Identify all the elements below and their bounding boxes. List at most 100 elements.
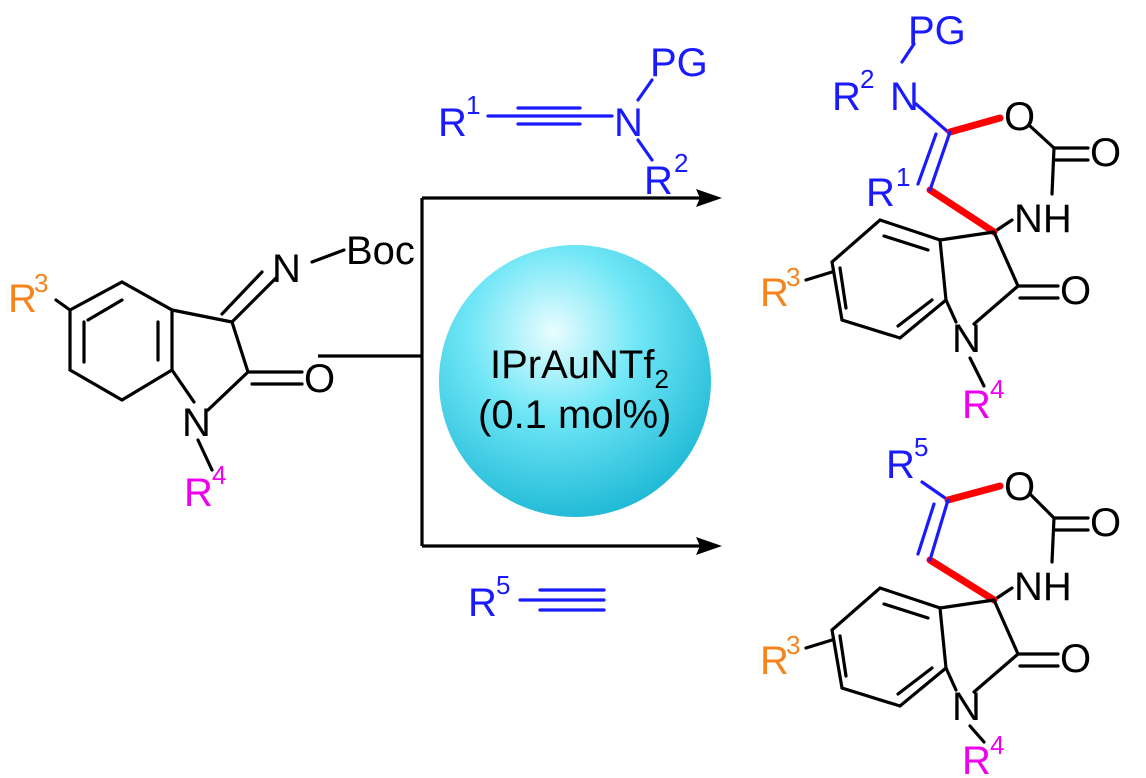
- ptop-new-cc-bond: [926, 186, 998, 236]
- catalyst-formula: IPrAuNTf2: [490, 343, 669, 394]
- pbot-oxindole-o-label: O: [1060, 637, 1091, 681]
- pbot-carbonyl-o-label: O: [1090, 501, 1121, 545]
- ptop-aromatic-double-2: [896, 298, 934, 328]
- reactant-bond-c7a-n: [170, 368, 196, 404]
- reactant-r4-sup: 4: [212, 460, 226, 490]
- ptop-co-n-bond: [972, 284, 1020, 326]
- pbot-nh-spiro-bond: [992, 586, 1014, 602]
- ptop-spiro-co-bond: [992, 230, 1020, 288]
- ptop-new-co-bond: [946, 114, 1004, 136]
- ptop-r4-sup: 4: [990, 374, 1004, 404]
- ptop-carbonyl-o-label: O: [1090, 131, 1121, 175]
- ptop-r2-sup: 2: [860, 64, 874, 94]
- ptop-c-nh-bond: [1050, 146, 1056, 196]
- pbot-r5-c-bond: [920, 480, 950, 502]
- ptop-enamine-bond-2: [916, 132, 938, 186]
- ptop-r3-bond: [804, 270, 834, 282]
- ynamide-n-r2-bond: [636, 138, 654, 162]
- pbot-c-nh-bond: [1050, 516, 1056, 564]
- catalyst-loading: (0.1 mol%): [478, 393, 671, 437]
- ptop-r3-sup: 3: [786, 262, 800, 292]
- reactant-isatin-ketimine: N Boc O N R 3 R 4: [8, 229, 415, 515]
- reactant-imine-bond-2: [220, 270, 264, 316]
- ptop-ring-o-label: O: [1004, 95, 1035, 139]
- reagent-ynamide: R 1 N PG R 2: [438, 41, 708, 203]
- catalyst-sphere: IPrAuNTf2 (0.1 mol%): [439, 245, 711, 517]
- ptop-aryl-n-bond: [944, 298, 958, 324]
- ptop-o-c-bond: [1028, 124, 1056, 150]
- pbot-aromatic-double-3: [838, 634, 848, 678]
- pbot-ring-o-label: O: [1004, 465, 1035, 509]
- catalyst-ball: [439, 245, 711, 517]
- ptop-r3-letter: R: [760, 271, 789, 315]
- reactant-boc-label: Boc: [346, 229, 415, 273]
- reactant-r4-letter: R: [184, 471, 213, 515]
- pbot-co-n-bond: [972, 652, 1020, 694]
- reactant-imine-n-label: N: [272, 247, 301, 291]
- pbot-aromatic-double-2: [896, 666, 934, 696]
- catalyst-formula-sub: 2: [654, 364, 668, 394]
- product-top: PG R 2 N O O NH R 1 O N R 4: [760, 9, 1121, 427]
- alkyne-r5-letter: R: [468, 581, 497, 625]
- ptop-nh-label: NH: [1014, 197, 1072, 241]
- catalyst-formula-main: IPrAuNTf: [490, 343, 655, 387]
- ptop-r4-letter: R: [962, 383, 991, 427]
- ynamide-n-pg-bond: [636, 78, 654, 102]
- ptop-n-pg-bond: [900, 42, 916, 64]
- ptop-nh-spiro-bond: [992, 218, 1014, 234]
- ynamide-r1-sup: 1: [466, 90, 480, 120]
- pbot-aryl-n-bond: [944, 666, 958, 692]
- pbot-o-c-bond: [1028, 492, 1056, 520]
- arrow-top-head: [696, 189, 722, 207]
- ynamide-pg-label: PG: [650, 41, 708, 85]
- ptop-n-c-bond: [914, 102, 950, 134]
- reactant-r3-bond: [54, 298, 72, 312]
- ynamide-r1-letter: R: [438, 101, 467, 145]
- pbot-r3-letter: R: [760, 639, 789, 683]
- pbot-r4-sup: 4: [990, 730, 1004, 760]
- ptop-r1-letter: R: [866, 171, 895, 215]
- ynamide-r2-sup: 2: [674, 148, 688, 178]
- ptop-enamine-bond: [928, 130, 952, 192]
- pbot-aromatic-double-1: [882, 602, 930, 620]
- reactant-n-boc-bond: [310, 248, 346, 264]
- reactant-bond-c2-n: [206, 370, 250, 412]
- pbot-r5-sup: 5: [914, 432, 928, 462]
- reaction-arrows: [318, 189, 722, 555]
- product-bottom: R 5 O O NH O N R 4 R 3: [760, 432, 1121, 778]
- pbot-new-co-bond: [944, 482, 1004, 504]
- ptop-r2-letter: R: [832, 75, 861, 119]
- ptop-r1-sup: 1: [896, 162, 910, 192]
- alkyne-r5-sup: 5: [496, 570, 510, 600]
- pbot-spiro-aryl-bond: [938, 598, 996, 610]
- reactant-bond-c3a-c3: [170, 308, 234, 324]
- reactant-n-r4-bond: [196, 438, 214, 472]
- reactant-ring-n-label: N: [182, 401, 211, 445]
- pbot-n-r4-bond: [968, 724, 986, 744]
- ptop-benzene-ring: [830, 218, 948, 340]
- reactant-imine-bond: [230, 276, 278, 324]
- ptop-aromatic-double-3: [838, 266, 848, 310]
- reactant-carbonyl-o-label: O: [304, 357, 335, 401]
- pbot-nh-label: NH: [1014, 565, 1072, 609]
- ptop-n-r4-bond: [968, 356, 986, 388]
- ptop-pg-label: PG: [908, 9, 966, 53]
- pbot-spiro-co-bond: [992, 598, 1020, 656]
- reagent-terminal-alkyne: R 5: [468, 570, 606, 625]
- pbot-vinyl-bond-2: [916, 502, 936, 556]
- ynamide-r2-letter: R: [644, 159, 673, 203]
- reactant-r3-sup: 3: [34, 268, 48, 298]
- ptop-aromatic-double-1: [882, 234, 930, 252]
- ptop-ring-n-label: N: [952, 317, 981, 361]
- pbot-r5-letter: R: [886, 443, 915, 487]
- ptop-n-label: N: [890, 75, 919, 119]
- ynamide-n-label: N: [614, 101, 643, 145]
- reactant-r3-letter: R: [8, 277, 37, 321]
- pbot-new-cc-bond: [926, 556, 998, 604]
- ptop-spiro-aryl-bond: [938, 230, 996, 242]
- ptop-oxindole-o-label: O: [1060, 269, 1091, 313]
- pbot-ring-n-label: N: [952, 685, 981, 729]
- pbot-r3-sup: 3: [786, 630, 800, 660]
- arrow-bottom-head: [696, 537, 722, 555]
